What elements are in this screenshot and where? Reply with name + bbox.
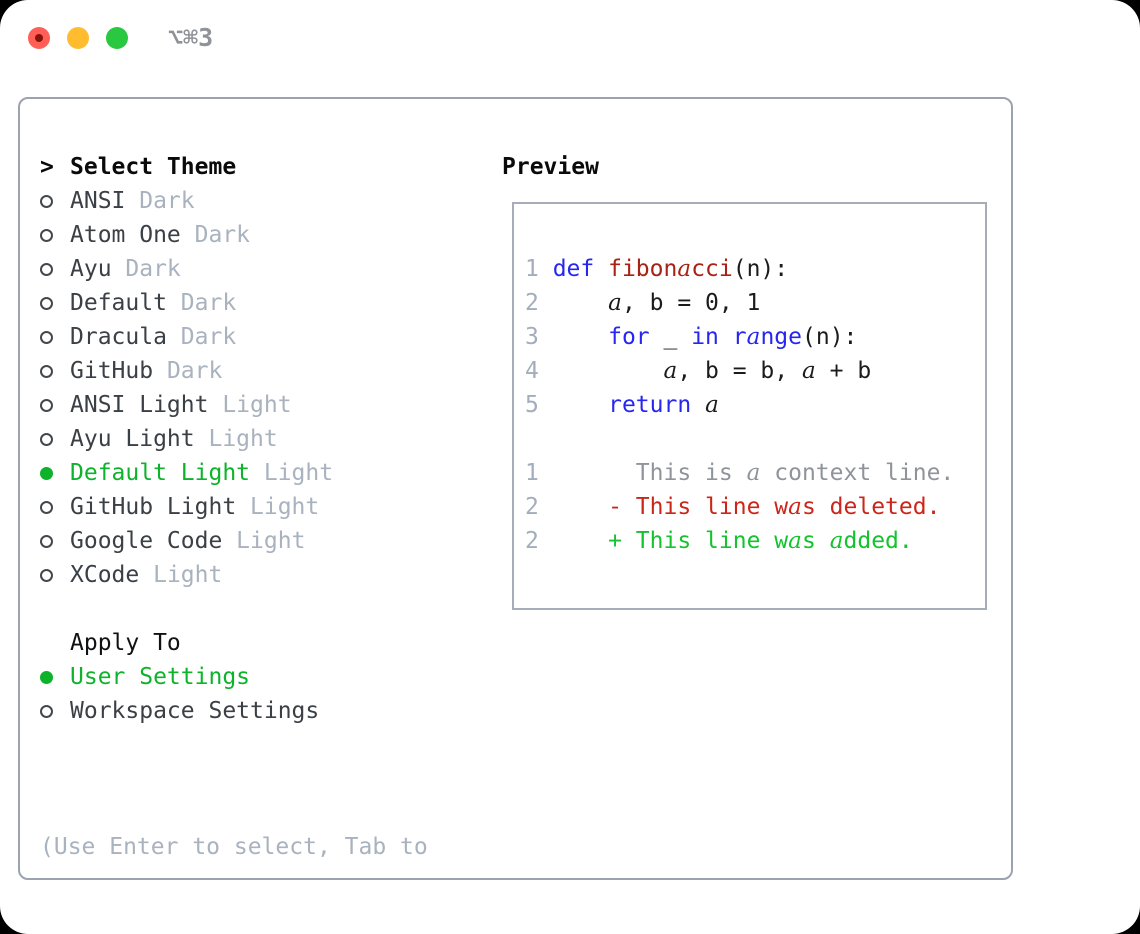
preview-line: 2 a, b = 0, 1 [525, 290, 761, 316]
theme-option[interactable]: Atom One Dark [20, 218, 490, 252]
spacer [20, 592, 490, 626]
preview-lines: 1 def fibonacci(n): 2 a, b = 0, 1 3 for _ … [525, 252, 985, 558]
theme-option[interactable]: Dracula Dark [20, 320, 490, 354]
theme-option[interactable]: Ayu Light Light [20, 422, 490, 456]
select-theme-label: Select Theme [70, 154, 237, 180]
option-label: Google Code [70, 528, 223, 554]
radio-icon [40, 704, 70, 718]
preview-line: 2 + This line was added. [525, 528, 913, 554]
apply-to-option[interactable]: Workspace Settings [20, 694, 490, 728]
option-label: Ayu Light [70, 426, 195, 452]
titlebar: ⌥⌘3 [0, 0, 1140, 76]
option-label: GitHub Light [70, 494, 237, 520]
zoom-button[interactable] [106, 27, 128, 49]
traffic-lights [28, 27, 128, 49]
radio-icon [40, 568, 70, 582]
close-button[interactable] [28, 27, 50, 49]
radio-icon [40, 194, 70, 208]
preview-line [525, 422, 985, 456]
theme-variant-tag: Dark [153, 358, 223, 384]
theme-variant-tag: Light [236, 494, 320, 520]
theme-variant-tag: Light [208, 392, 292, 418]
preview-line: 4 a, b = b, a + b [525, 358, 872, 384]
unsaved-dot-icon [35, 34, 43, 42]
option-label: XCode [70, 562, 140, 588]
radio-icon [40, 364, 70, 378]
option-label: Default Light [70, 460, 251, 486]
spacer [20, 728, 490, 762]
theme-option[interactable]: GitHub Dark [20, 354, 490, 388]
radio-icon [40, 534, 70, 548]
radio-icon [40, 500, 70, 514]
preview-line: 2 - This line was deleted. [525, 494, 941, 520]
select-theme-header: > Select Theme [20, 150, 490, 184]
radio-icon [40, 330, 70, 344]
preview-line: 1 def fibonacci(n): [525, 256, 789, 282]
theme-option[interactable]: Google Code Light [20, 524, 490, 558]
theme-variant-tag: Dark [111, 256, 181, 282]
option-label: ANSI Light [70, 392, 209, 418]
theme-variant-tag: Dark [125, 188, 195, 214]
theme-variant-tag: Dark [166, 290, 237, 316]
theme-variant-tag: Light [194, 426, 278, 452]
preview-line: 1 This is a context line. [525, 460, 955, 486]
radio-icon [40, 228, 70, 242]
theme-option[interactable]: XCode Light [20, 558, 490, 592]
theme-variant-tag: Light [139, 562, 223, 588]
theme-option[interactable]: Default Light Light [20, 456, 490, 490]
radio-icon [40, 262, 70, 276]
apply-to-header: Apply To [20, 626, 490, 660]
window-title-shortcut: ⌥⌘3 [168, 23, 214, 52]
theme-option[interactable]: GitHub Light Light [20, 490, 490, 524]
theme-variant-tag: Light [222, 528, 306, 554]
radio-icon [40, 296, 70, 310]
radio-icon [40, 432, 70, 446]
option-label: Dracula [70, 324, 167, 350]
radio-icon [40, 398, 70, 412]
apply-to-label: Apply To [70, 630, 181, 656]
theme-option[interactable]: ANSI Dark [20, 184, 490, 218]
theme-variant-tag: Dark [180, 222, 251, 248]
preview-heading: Preview [502, 154, 599, 180]
option-label: ANSI [70, 188, 126, 214]
option-label: Default [70, 290, 167, 316]
radio-selected-icon [40, 466, 70, 480]
hint-line-1: (Use Enter to select, Tab to [40, 834, 428, 860]
theme-option[interactable]: ANSI Light Light [20, 388, 490, 422]
option-label: Workspace Settings [70, 698, 320, 724]
option-label: Atom One [70, 222, 181, 248]
option-label: GitHub [70, 358, 154, 384]
theme-option[interactable]: Default Dark [20, 286, 490, 320]
radio-selected-icon [40, 670, 70, 684]
preview-line: 3 for _ in range(n): [525, 324, 858, 350]
prompt-icon: > [40, 154, 54, 180]
preview-line: 5 return a [525, 392, 719, 418]
theme-variant-tag: Dark [166, 324, 237, 350]
option-label: Ayu [70, 256, 112, 282]
option-label: User Settings [70, 664, 251, 690]
theme-variant-tag: Light [250, 460, 334, 486]
preview-pane: 1 def fibonacci(n): 2 a, b = 0, 1 3 for _ … [512, 202, 987, 610]
apply-to-option[interactable]: User Settings [20, 660, 490, 694]
hint-text: (Use Enter to select, Tab to change focu… [20, 762, 490, 934]
minimize-button[interactable] [67, 27, 89, 49]
theme-option[interactable]: Ayu Dark [20, 252, 490, 286]
